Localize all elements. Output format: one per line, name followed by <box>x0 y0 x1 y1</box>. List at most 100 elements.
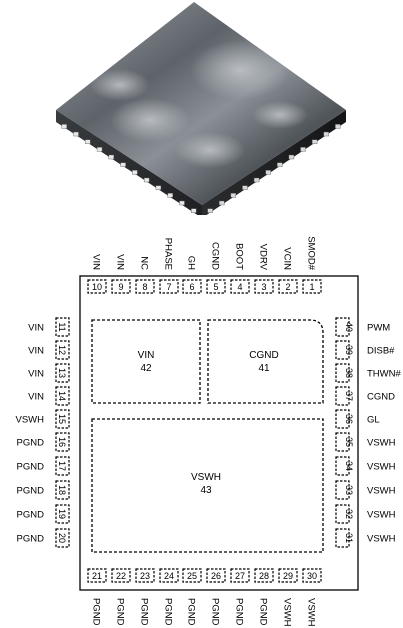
pin-number: 4 <box>237 282 242 292</box>
pin-name: PWM <box>367 323 390 334</box>
pin-number: 28 <box>259 571 269 581</box>
pin-number: 8 <box>142 282 147 292</box>
pad-vin-number: 42 <box>140 363 152 374</box>
pin-name: SMOD# <box>306 236 317 271</box>
pin-number: 16 <box>57 437 67 447</box>
pin-number: 35 <box>344 437 354 447</box>
pin-number: 33 <box>344 485 354 495</box>
pad-vswh-name: VSWH <box>191 472 221 483</box>
pin-number: 13 <box>57 368 67 378</box>
pin-name: GH <box>186 256 197 270</box>
pin-number: 34 <box>344 461 354 471</box>
pin-name: CGND <box>210 242 221 270</box>
pin-name: VCIN <box>282 247 293 270</box>
pin-number: 10 <box>92 282 102 292</box>
package-leads <box>61 124 341 213</box>
pin-name: VIN <box>91 254 102 270</box>
pin-12: 12 VIN <box>28 340 70 360</box>
pin-number: 20 <box>57 533 67 543</box>
pin-number: 9 <box>118 282 123 292</box>
pin-number: 21 <box>92 571 102 581</box>
pin-36: 36 GL <box>335 409 380 429</box>
bottom-pin-row: 21PGND22PGND23PGND24PGND25PGND26PGND27PG… <box>87 568 322 627</box>
pin-number: 19 <box>57 509 67 519</box>
pin-number: 25 <box>187 571 197 581</box>
pin-name: PGND <box>17 510 45 521</box>
pin-number: 29 <box>283 571 293 581</box>
pad-vin-name: VIN <box>138 350 155 361</box>
pin-2: 2 VCIN <box>278 247 298 294</box>
pin-19: 19 PGND <box>17 504 70 524</box>
left-pin-row: 11VIN12VIN13VIN14VIN15VSWH16PGND17PGND18… <box>16 317 70 548</box>
package-3d-render <box>56 2 346 215</box>
pin-name: PGND <box>139 598 150 626</box>
pin-6: 6GH <box>182 256 202 294</box>
pin-name: VSWH <box>367 486 396 497</box>
pin-number: 40 <box>344 322 354 332</box>
pin-name: PGND <box>258 598 269 626</box>
pin-number: 30 <box>307 571 317 581</box>
package-outline <box>79 275 359 591</box>
pin-number: 12 <box>57 345 67 355</box>
pin-number: 24 <box>164 571 174 581</box>
pin-name: VDRV <box>258 244 269 271</box>
pad-cgnd: CGND 41 <box>207 319 324 404</box>
pin-name: GL <box>367 415 380 426</box>
pin-number: 5 <box>213 282 218 292</box>
pin-number: 11 <box>57 322 67 331</box>
pin-name: THWN# <box>367 369 401 380</box>
top-pin-row: 10VIN9VIN8NC7PHASE6GH5CGND4BOOT3VDRV2VCI… <box>87 236 322 294</box>
pin-16: 16 PGND <box>17 432 70 452</box>
pin-40: 40 PWM <box>335 317 390 337</box>
pin-number: 27 <box>235 571 245 581</box>
package-left-side <box>56 110 202 215</box>
pin-34: 34 VSWH <box>335 456 396 476</box>
pad-vin: VIN 42 <box>91 319 201 404</box>
pin-name: VSWH <box>367 438 396 449</box>
pin-number: 18 <box>57 485 67 495</box>
pad-vswh-number: 43 <box>200 485 212 496</box>
pin-name: PGND <box>17 462 45 473</box>
pin-name: PGND <box>210 598 221 626</box>
pin-17: 17 PGND <box>17 456 70 476</box>
pin-name: VIN <box>28 392 44 403</box>
pin-name: PGND <box>17 438 45 449</box>
pin-name: VSWH <box>306 598 317 627</box>
pin-number: 39 <box>344 345 354 355</box>
pin-33: 33 VSWH <box>335 480 396 500</box>
pin-name: VIN <box>28 346 44 357</box>
pin-number: 37 <box>344 391 354 401</box>
pin-number: 36 <box>344 414 354 424</box>
pin-number: 23 <box>140 571 150 581</box>
pin-number: 2 <box>285 282 290 292</box>
pin-number: 17 <box>57 461 67 471</box>
pin-name: VSWH <box>367 510 396 521</box>
pin-name: VSWH <box>367 462 396 473</box>
pad-cgnd-number: 41 <box>258 363 270 374</box>
pin-name: PGND <box>186 598 197 626</box>
pad-vswh: VSWH 43 <box>91 418 324 553</box>
pin-name: PGND <box>91 598 102 626</box>
pin-8: 8NC <box>135 256 155 294</box>
